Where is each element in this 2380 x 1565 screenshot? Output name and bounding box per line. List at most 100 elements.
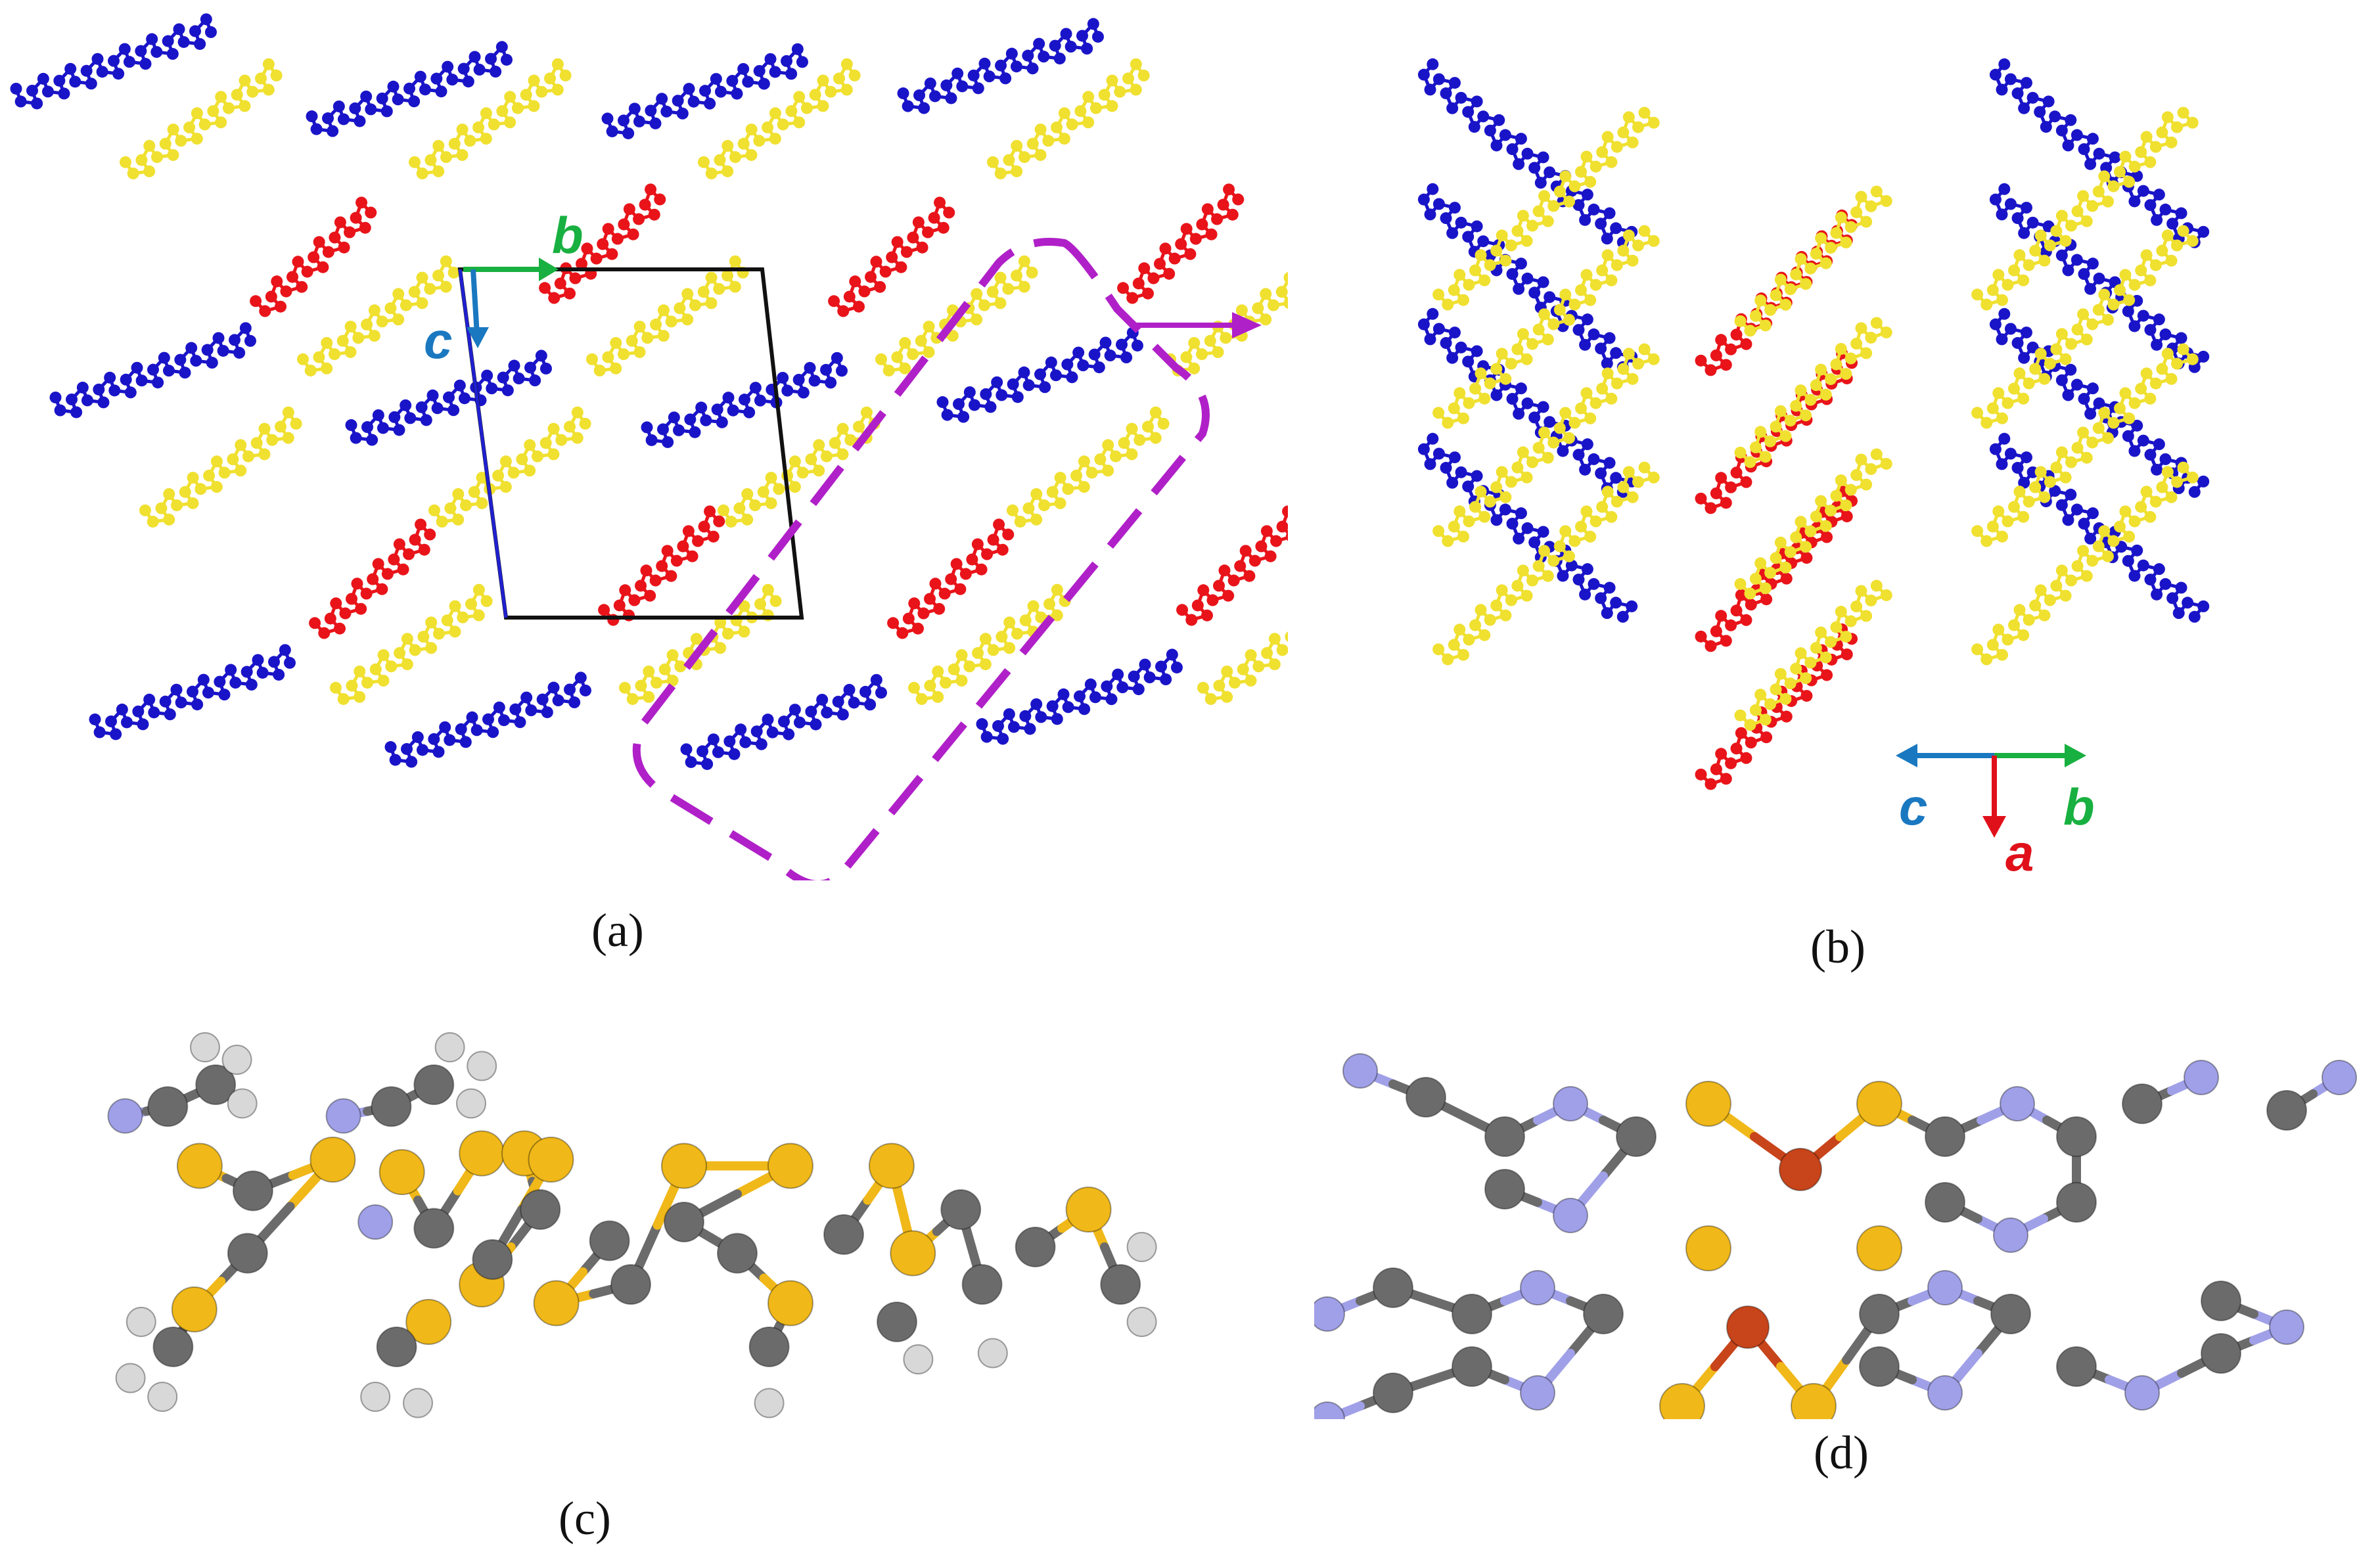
carbon-atom (589, 1220, 630, 1261)
hydrogen-atom (360, 1382, 391, 1412)
sulfur-atom (171, 1286, 217, 1332)
panel-d-drawing (1314, 1053, 2357, 1419)
yellow-molecule (1971, 343, 2199, 547)
sulfur-atom (459, 1130, 505, 1177)
nitrogen-atom (1927, 1375, 1963, 1411)
blue-molecule (976, 648, 1183, 745)
carbon-atom (413, 1208, 455, 1249)
carbon-atom (940, 1189, 982, 1230)
panel-a-drawing: b c (10, 13, 1288, 880)
red-molecule (1117, 183, 1245, 304)
carbon-atom (2056, 1182, 2097, 1223)
nitrogen-atom (2322, 1060, 2357, 1095)
axis-a-arrowhead (1982, 816, 2006, 838)
yellow-molecule (1734, 317, 1892, 468)
red-molecule (250, 196, 377, 317)
red-molecule (1176, 505, 1288, 626)
axis-b-arrowhead (539, 258, 559, 281)
carbon-atom (1925, 1182, 1965, 1223)
carbon-atom (472, 1239, 513, 1280)
sulfur-atom (176, 1143, 223, 1189)
carbon-atom (227, 1233, 268, 1274)
carbon-atom (1484, 1169, 1525, 1210)
blue-molecule (345, 350, 552, 446)
carbon-atom (413, 1064, 455, 1105)
hydrogen-atom (754, 1388, 785, 1418)
yellow-molecule (697, 58, 861, 179)
yellow-molecule (139, 406, 302, 528)
red-molecule (309, 518, 436, 639)
carbon-atom (1484, 1116, 1525, 1157)
carbon-atom (195, 1064, 237, 1105)
nitrogen-atom (1553, 1086, 1588, 1122)
carbon-atom (2056, 1116, 2097, 1157)
sulfur-atom (1856, 1081, 1902, 1127)
panel-c-drawing (107, 1032, 1157, 1418)
sulfur-atom (533, 1280, 580, 1327)
yellow-molecule (296, 255, 460, 376)
yellow-molecule (1432, 343, 1660, 547)
yellow-molecule (1734, 579, 1892, 731)
selection-arrow-head (1232, 312, 1262, 338)
yellow-molecule (717, 406, 881, 528)
blue-molecule (680, 673, 887, 770)
sulfur-atom (661, 1143, 707, 1189)
yellow-molecule (1971, 106, 2199, 311)
carbon-atom (1583, 1294, 1624, 1334)
hydrogen-atom (126, 1307, 156, 1337)
carbon-atom (2201, 1333, 2241, 1374)
nitrogen-atom (2269, 1309, 2304, 1345)
sulfur-atom (528, 1137, 574, 1183)
sulfur-atom (767, 1280, 813, 1327)
yellow-molecule (907, 583, 1071, 705)
hydrogen-atom (221, 1045, 252, 1075)
caption-c: (c) (559, 1492, 611, 1545)
caption-a: (a) (591, 904, 644, 957)
axis-label-c: c (1899, 778, 1927, 836)
axis-label-b: b (552, 206, 584, 264)
sulfur-atom (405, 1299, 452, 1345)
axis-c-arrow-line (470, 269, 480, 336)
nitrogen-atom (1520, 1375, 1555, 1411)
carbon-atom (1100, 1264, 1141, 1305)
hydrogen-atom (403, 1388, 433, 1418)
carbon-atom (1452, 1346, 1492, 1387)
nitrogen-atom (2184, 1060, 2219, 1095)
blue-molecule (306, 41, 513, 137)
yellow-molecule (1164, 271, 1288, 376)
nitrogen-atom (1927, 1270, 1963, 1305)
sulfur-atom (1856, 1225, 1902, 1271)
carbon-atom (664, 1202, 704, 1242)
sulfur-atom (1659, 1383, 1705, 1419)
blue-molecule (49, 322, 256, 419)
yellow-molecule (1197, 631, 1288, 705)
blue-molecule (384, 671, 591, 768)
blue-molecule (601, 43, 808, 139)
blue-molecule (641, 352, 848, 448)
blue-molecule (1417, 183, 1638, 373)
axis-label-b: b (2063, 778, 2095, 836)
carbon-atom (961, 1264, 1003, 1305)
carbon-atom (2266, 1090, 2307, 1131)
red-molecule (828, 196, 955, 317)
carbon-atom (1859, 1346, 1900, 1387)
sulfur-atom (1791, 1383, 1837, 1419)
red-molecule (887, 518, 1015, 639)
panel-b-drawing: c b a (1417, 58, 2210, 882)
nitrogen-atom (1993, 1217, 2028, 1253)
hydrogen-atom (434, 1032, 465, 1062)
hydrogen-atom (977, 1338, 1008, 1369)
hydrogen-atom (227, 1088, 258, 1119)
carbon-atom (1616, 1116, 1657, 1157)
nitrogen-atom (1342, 1053, 1378, 1089)
axis-c-arrowhead (467, 327, 489, 348)
blue-molecule (89, 644, 296, 740)
blue-molecule (1417, 58, 1638, 248)
nitrogen-atom (357, 1204, 394, 1240)
yellow-molecule (1432, 106, 1660, 311)
hydrogen-atom (147, 1382, 178, 1412)
nitrogen-atom (2124, 1375, 2160, 1411)
sulfur-atom (1065, 1187, 1112, 1233)
sulfur-atom (309, 1137, 356, 1183)
yellow-molecule (428, 406, 591, 528)
